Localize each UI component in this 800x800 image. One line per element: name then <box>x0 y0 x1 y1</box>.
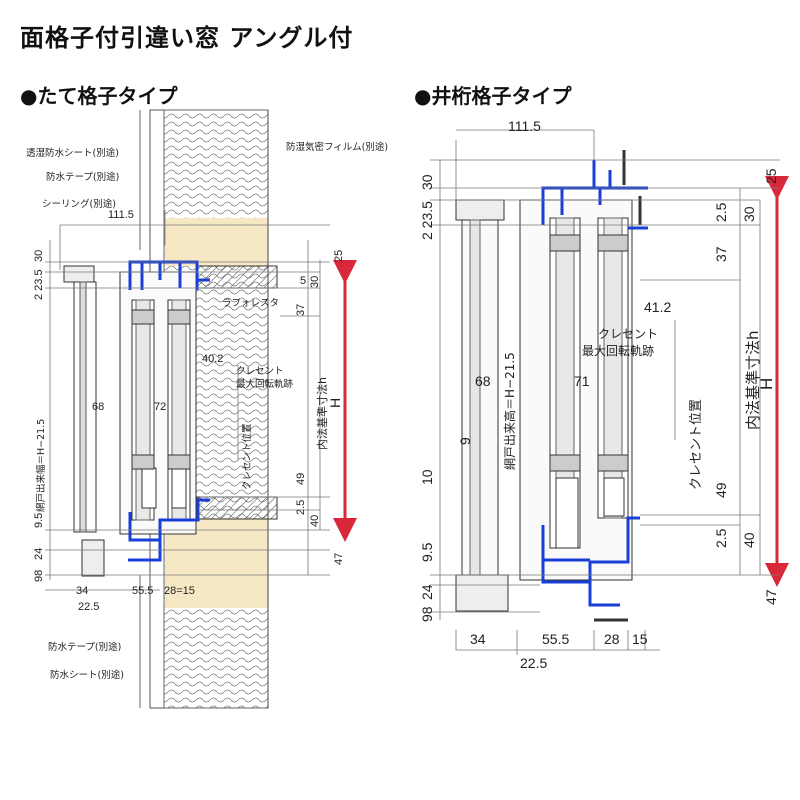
right-dim-2-5-bottom: 2.5 <box>713 528 729 548</box>
left-diagram: 透湿防水シート(別途) 防水テープ(別途) シーリング(別途) 防湿気密フィルム… <box>26 109 388 709</box>
left-label-waterproof-tape-top: 防水テープ(別途) <box>46 171 119 183</box>
right-label-H: H <box>757 378 776 390</box>
left-label-screen-height: 網戸出来幅＝H−21.5 <box>35 419 47 512</box>
left-label-crescent-orbit-1: クレセント <box>236 366 284 377</box>
left-label-sealing: シーリング(別途) <box>42 198 116 210</box>
right-dim-49: 49 <box>713 482 729 498</box>
right-dim-98: 98 <box>419 606 435 622</box>
right-dim-9-5: 9.5 <box>419 542 435 562</box>
right-dim-47: 47 <box>763 589 779 605</box>
left-label-H: H <box>327 398 343 408</box>
right-label-crescent-orbit-2: 最大回転軌跡 <box>582 343 654 358</box>
left-label-crescent-pos: クレセント位置 <box>241 423 253 490</box>
left-dim-111-5: 111.5 <box>108 209 134 221</box>
right-dim-10: 10 <box>419 469 435 485</box>
right-dim-24: 24 <box>419 584 435 600</box>
left-heading: ●たて格子タイプ <box>20 84 178 108</box>
right-label-screen-height: 網戸出来高＝H−21.5 <box>502 352 517 470</box>
right-dim-71: 71 <box>574 373 590 389</box>
left-dim-22-5: 22.5 <box>78 601 99 613</box>
left-dim-30-right: 30 <box>309 276 321 288</box>
left-dim-37: 37 <box>295 304 307 316</box>
left-dim-9-5: 9.5 <box>33 513 45 528</box>
right-label-inner-h: 内法基準寸法h <box>744 330 762 430</box>
left-dim-55-5: 55.5 <box>132 585 153 597</box>
left-window-frame <box>119 271 197 535</box>
right-dim-2-23-5: 2 23.5 <box>419 201 435 240</box>
right-label-crescent-pos: クレセント位置 <box>689 399 704 490</box>
left-dim-2-5: 2.5 <box>295 500 307 515</box>
right-dim-22-5: 22.5 <box>520 655 547 671</box>
left-dim-24: 24 <box>33 548 45 560</box>
right-dim-30: 30 <box>419 174 435 190</box>
left-dim-40-2: 40.2 <box>202 353 223 365</box>
right-dim-9: 9 <box>457 437 473 445</box>
left-dim-2-23-5: 2 23.5 <box>33 269 45 300</box>
right-dim-25: 25 <box>763 168 779 184</box>
left-label-inner-h: 内法基準寸法h <box>315 377 329 450</box>
right-dim-37: 37 <box>713 246 729 262</box>
right-dim-41-2: 41.2 <box>644 299 671 315</box>
left-label-waterproof-tape-bottom: 防水テープ(別途) <box>48 641 121 653</box>
left-dim-28-15: 28=15 <box>164 585 195 597</box>
right-diagram: 111.5 30 2 23.5 25 2.5 30 37 41.2 68 71 … <box>419 118 789 671</box>
right-window-frame <box>519 199 633 581</box>
left-lafolesta-board-top <box>196 265 278 289</box>
left-dim-68: 68 <box>92 401 104 413</box>
left-dim-30: 30 <box>33 250 45 262</box>
right-dim-34: 34 <box>470 631 486 647</box>
right-dim-28: 28 <box>604 631 620 647</box>
right-dim-68: 68 <box>475 373 491 389</box>
left-dim-5: 5 <box>300 275 306 287</box>
right-dim-55-5: 55.5 <box>542 631 569 647</box>
left-grille <box>63 265 105 577</box>
left-label-lafolesta: ラフォレスタ <box>222 298 279 309</box>
right-dim-40: 40 <box>741 532 757 548</box>
left-dim-49: 49 <box>295 473 307 485</box>
page-title: 面格子付引違い窓 アングル付 <box>20 24 354 52</box>
left-dim-47: 47 <box>333 553 345 565</box>
left-dim-34: 34 <box>76 585 88 597</box>
left-dim-25: 25 <box>333 250 345 262</box>
right-heading: ●井桁格子タイプ <box>414 84 572 108</box>
right-label-crescent-orbit-1: クレセント <box>598 327 658 341</box>
left-dim-40: 40 <box>309 515 321 527</box>
left-label-vapor-sheet: 透湿防水シート(別途) <box>26 147 119 159</box>
left-dim-98: 98 <box>33 570 45 582</box>
left-label-crescent-orbit-2: 最大回転軌跡 <box>236 378 294 390</box>
left-dim-72: 72 <box>154 401 166 413</box>
right-dim-30-right: 30 <box>741 206 757 222</box>
left-label-waterproof-sheet: 防水シート(別途) <box>50 669 124 681</box>
right-dim-2-5: 2.5 <box>713 202 729 222</box>
right-dim-15: 15 <box>632 631 648 647</box>
left-label-airtight-film: 防湿気密フィルム(別途) <box>286 141 388 153</box>
right-grille <box>455 199 509 612</box>
right-dim-111-5: 111.5 <box>508 118 541 134</box>
